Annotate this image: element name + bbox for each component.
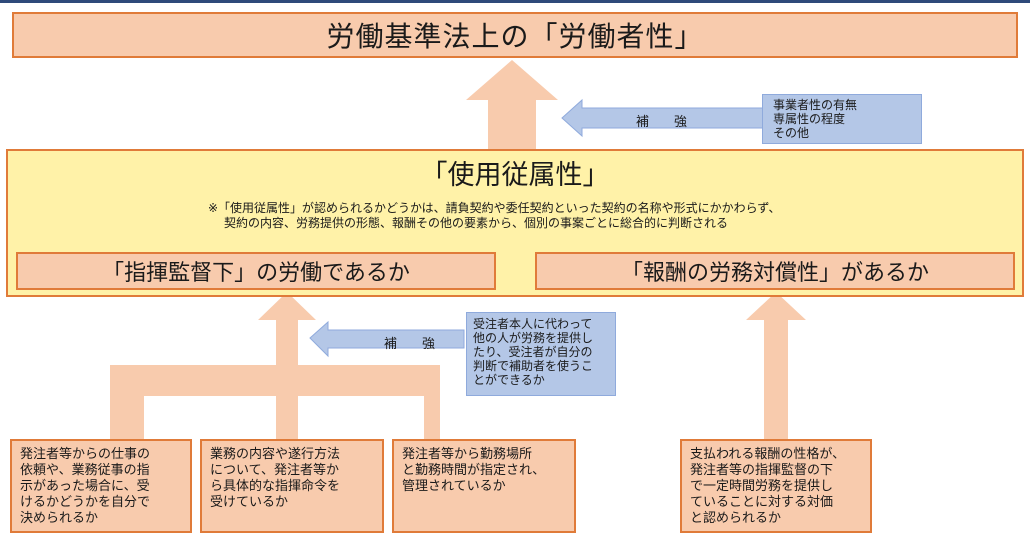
note-line: 契約の内容、労務提供の形態、報酬その他の要素から、個別の事案ごとに総合的に判断さ… [224, 216, 729, 230]
criteria-line: 示があった場合に、受 [20, 479, 150, 494]
supplement-mid-label: 補 強 [384, 337, 442, 352]
criteria-line: と認められるか [690, 511, 782, 526]
criteria-line: けるかどうかを自分で [20, 495, 151, 510]
criteria-line: と勤務時間が指定され、 [402, 463, 546, 478]
criteria-line: ていることに対する対価 [690, 495, 834, 510]
supplement-mid-line: 受注者本人に代わって [473, 317, 593, 331]
supplement-arrow-mid [309, 320, 465, 358]
criteria-box-workplace: 発注者等から勤務場所 と勤務時間が指定され、 管理されているか [392, 439, 576, 533]
criteria-line: 発注者等から勤務場所 [402, 447, 533, 462]
top-border-line [0, 0, 1030, 3]
top-title: 労働基準法上の「労働者性」 [12, 12, 1018, 58]
criteria-line: 受けているか [210, 495, 289, 510]
supplement-mid-line: とができるか [473, 373, 545, 387]
criteria-line: 支払われる報酬の性格が、 [690, 447, 846, 462]
criteria-line: 依頼や、業務従事の指 [20, 463, 150, 478]
subordination-title: 「使用従属性」 [420, 160, 610, 191]
remuneration-label: 「報酬の労務対償性」があるか [535, 252, 1015, 290]
criteria-line: ら具体的な指揮命令を [210, 479, 341, 494]
command-supervision-label: 「指揮監督下」の労働であるか [16, 252, 496, 290]
criteria-box-remuneration: 支払われる報酬の性格が、 発注者等の指揮監督の下 で一定時間労務を提供し ている… [680, 439, 872, 533]
subordination-note: ※「使用従属性」が認められるかどうかは、請負契約や委任契約といった契約の名称や形… [208, 201, 868, 231]
criteria-line: 決められるか [20, 511, 99, 526]
up-arrow-right [746, 292, 806, 439]
criteria-line: で一定時間労務を提供し [690, 479, 834, 494]
supplement-mid-line: たり、受注者が自分の [473, 345, 593, 359]
supplement-mid-line: 他の人が労務を提供し [473, 331, 594, 345]
criteria-line: 管理されているか [402, 479, 506, 494]
supplement-top-line: その他 [773, 126, 810, 140]
criteria-line: 業務の内容や遂行方法 [210, 447, 341, 462]
criteria-box-acceptance: 発注者等からの仕事の 依頼や、業務従事の指 示があった場合に、受 けるかどうかを… [10, 439, 192, 533]
bracket-connector [110, 365, 440, 439]
supplement-mid-line: 判断で補助者を使うこ [473, 359, 594, 373]
supplement-top-label: 補 強 [636, 115, 694, 130]
supplement-mid-box: 受注者本人に代わって 他の人が労務を提供し たり、受注者が自分の 判断で補助者を… [466, 312, 616, 396]
criteria-box-instructions: 業務の内容や遂行方法 について、発注者等か ら具体的な指揮命令を 受けているか [200, 439, 384, 533]
note-line: ※「使用従属性」が認められるかどうかは、請負契約や委任契約といった契約の名称や形… [208, 201, 781, 215]
up-arrow-left [258, 292, 316, 439]
criteria-line: 発注者等からの仕事の [20, 447, 151, 462]
supplement-top-line: 専属性の程度 [773, 112, 846, 126]
up-arrow-main [466, 60, 558, 149]
criteria-line: 発注者等の指揮監督の下 [690, 463, 834, 478]
supplement-top-box: 事業者性の有無 専属性の程度 その他 [762, 94, 922, 144]
criteria-line: について、発注者等か [210, 463, 339, 478]
supplement-top-line: 事業者性の有無 [773, 98, 858, 112]
